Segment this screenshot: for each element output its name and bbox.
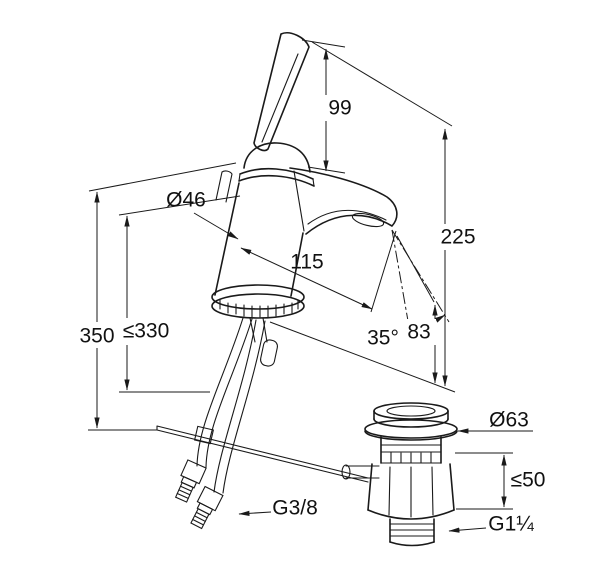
- dim-hose-length-label: ≤330: [123, 320, 170, 343]
- waste-plug: [373, 402, 449, 420]
- hose-left: [196, 317, 244, 467]
- faucet-base: [211, 284, 305, 319]
- ext-lines: [88, 39, 513, 510]
- supply-hoses: [174, 317, 266, 530]
- faucet-pin: [215, 170, 233, 203]
- dim-clearance-height: 350: [74, 191, 120, 429]
- check-valve: [260, 339, 278, 367]
- hose-fitting-lower: [190, 485, 224, 530]
- waste-upper-body: [380, 436, 442, 464]
- hose-fitting-upper: [174, 459, 207, 503]
- dim-waste-connection-label: G1¼: [488, 513, 534, 536]
- aerator-outlet: [351, 212, 385, 228]
- faucet-lever: [253, 32, 310, 152]
- pop-up-waste: [341, 402, 458, 547]
- dim-waste-flange-diameter: Ø63: [457, 409, 533, 434]
- dim-body-diameter: Ø46: [166, 189, 239, 240]
- dim-handle-height: 99: [322, 48, 358, 172]
- dim-outlet-height: 83: [404, 304, 438, 384]
- dim-spout-projection-label: 115: [290, 251, 323, 274]
- dim-handle-height-label: 99: [328, 97, 351, 120]
- faucet-body: [214, 182, 240, 296]
- dim-total-height: 225: [436, 128, 480, 387]
- dim-clearance-height-label: 350: [79, 325, 114, 348]
- dim-body-diameter-label: Ø46: [166, 189, 206, 212]
- waste-tailpiece: [341, 464, 380, 480]
- dim-waste-height-label: ≤50: [511, 469, 546, 492]
- dim-waste-connection: G1¼: [448, 513, 534, 536]
- faucet-spout: [289, 167, 398, 235]
- dim-supply-connection-label: G3/8: [272, 497, 318, 520]
- dimensions: 350 ≤330 Ø46 115 99 225: [74, 39, 546, 536]
- faucet-dome: [243, 142, 311, 173]
- dim-hose-length: ≤330: [118, 215, 174, 391]
- dim-outlet-height-label: 83: [407, 321, 430, 344]
- pull-rod-joint: [193, 425, 215, 445]
- faucet: [211, 32, 398, 367]
- centerline-spout-axis: [391, 229, 450, 323]
- waste-outlet-thread: [389, 518, 435, 547]
- hose-right: [213, 319, 257, 493]
- dim-spout-projection: 115: [240, 247, 373, 310]
- dim-waste-height: ≤50: [501, 454, 546, 508]
- waste-cup: [367, 463, 455, 520]
- waste-flange: [364, 419, 458, 439]
- dim-waste-flange-diameter-label: Ø63: [489, 409, 529, 432]
- dim-spout-angle-label: 35°: [367, 327, 399, 350]
- pull-rod: [156, 425, 369, 483]
- dim-supply-connection: G3/8: [238, 497, 318, 520]
- dim-total-height-label: 225: [440, 226, 475, 249]
